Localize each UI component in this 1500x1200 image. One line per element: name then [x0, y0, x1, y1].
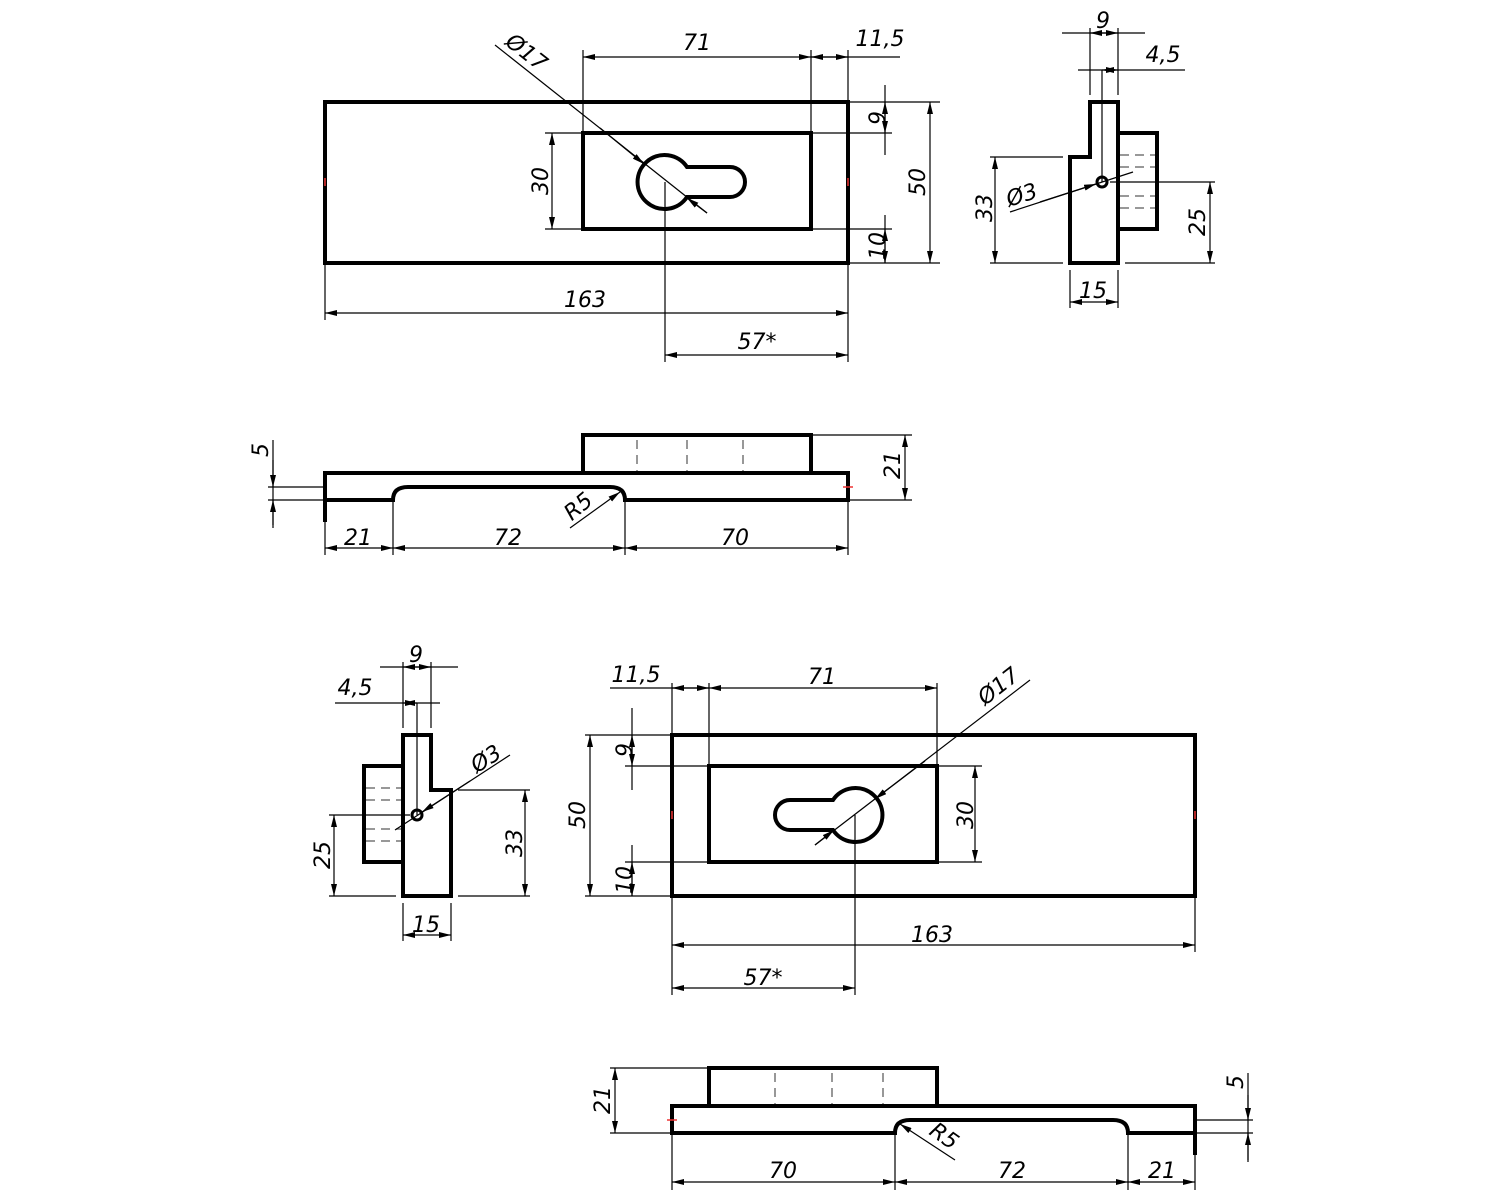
view-top-side: 9 4,5 33 25 15 Ø3 — [973, 9, 1215, 308]
dim-9: 9 — [613, 743, 638, 757]
dim-163: 163 — [564, 288, 606, 313]
dim-21-right: 21 — [1148, 1159, 1176, 1184]
view-bottom-side: 9 4,5 33 25 15 Ø3 — [311, 643, 530, 941]
dim-25: 25 — [311, 841, 336, 869]
dim-5: 5 — [249, 443, 274, 457]
side-outline — [401, 733, 453, 898]
dim-72: 72 — [494, 526, 522, 551]
block-outline — [362, 764, 405, 864]
view-middle-section: 5 21 21 72 70 R5 — [249, 433, 912, 555]
dim-r5: R5 — [925, 1118, 963, 1155]
dim-11-5: 11,5 — [856, 27, 905, 52]
dim-72: 72 — [998, 1159, 1026, 1184]
dim-5: 5 — [1224, 1075, 1249, 1089]
dim-15: 15 — [1079, 279, 1107, 304]
dim-9: 9 — [1096, 9, 1110, 34]
dim-30: 30 — [529, 167, 554, 195]
plate-outline — [670, 733, 1197, 898]
dim-21-height: 21 — [591, 1086, 616, 1114]
dim-50: 50 — [566, 801, 591, 829]
dim-57: 57* — [744, 966, 783, 991]
dim-10: 10 — [866, 232, 891, 260]
dim-30: 30 — [954, 801, 979, 829]
dim-diameter-3: Ø3 — [1002, 179, 1040, 213]
dim-50: 50 — [906, 168, 931, 196]
dim-9: 9 — [409, 643, 423, 668]
keyhole — [773, 786, 885, 844]
view-bottom-front: 71 11,5 9 50 10 30 163 57* Ø17 — [566, 663, 1197, 995]
dim-11-5: 11,5 — [612, 663, 661, 688]
dim-15: 15 — [412, 913, 440, 938]
block-section — [581, 433, 813, 475]
dim-diameter-3: Ø3 — [466, 741, 507, 780]
dim-71: 71 — [808, 665, 836, 690]
plate-outline — [323, 100, 850, 265]
dim-57: 57* — [738, 330, 777, 355]
dim-21-left: 21 — [344, 526, 372, 551]
plate-section — [670, 1104, 1197, 1155]
dim-33: 33 — [973, 194, 998, 222]
dim-r5: R5 — [560, 488, 599, 526]
dim-4-5: 4,5 — [338, 676, 373, 701]
view-top-front: 71 11,5 9 50 10 30 163 57* Ø17 — [323, 27, 940, 362]
dim-70: 70 — [721, 526, 749, 551]
dim-10: 10 — [613, 866, 638, 894]
dim-33: 33 — [503, 829, 528, 857]
keyhole — [635, 153, 747, 211]
dim-71: 71 — [683, 31, 711, 56]
pocket-outline — [581, 131, 813, 231]
side-outline — [1068, 100, 1120, 265]
view-bottom-section: 21 5 70 72 21 R5 — [591, 1066, 1253, 1190]
dim-163: 163 — [911, 923, 953, 948]
dim-4-5: 4,5 — [1146, 43, 1181, 68]
block-section — [707, 1066, 939, 1108]
dim-9: 9 — [866, 111, 891, 125]
pocket-outline — [707, 764, 939, 864]
dim-25: 25 — [1186, 208, 1211, 236]
plate-section — [323, 471, 850, 522]
block-outline — [1116, 131, 1159, 231]
dim-21-height: 21 — [881, 451, 906, 479]
dim-70: 70 — [769, 1159, 797, 1184]
